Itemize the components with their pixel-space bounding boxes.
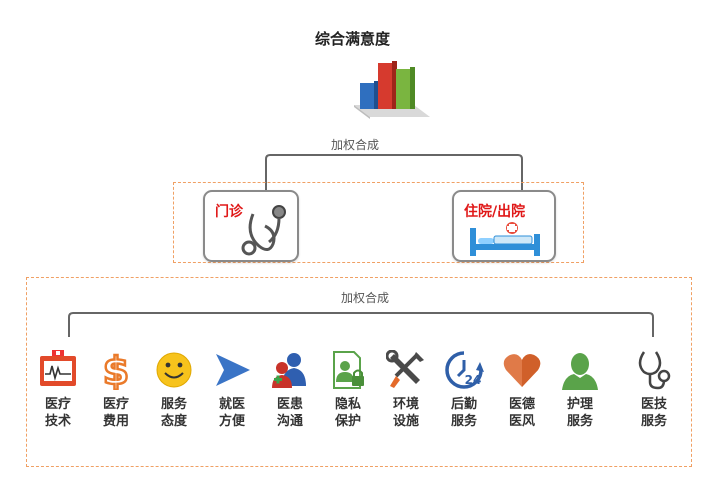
factor-line2: 方便 xyxy=(218,414,245,429)
svg-text:$: $ xyxy=(103,350,129,390)
factor-line2: 服务 xyxy=(566,414,593,429)
arrow-icon xyxy=(212,350,252,390)
factor-communication: 医患沟通 xyxy=(262,350,318,430)
factor-logistics: 24 后勤服务 xyxy=(436,350,492,430)
page-title: 综合满意度 xyxy=(314,30,390,48)
dollar-icon: $ xyxy=(96,350,136,390)
factor-line1: 医疗 xyxy=(44,397,71,412)
factor-line1: 医技 xyxy=(640,397,667,412)
people-icon xyxy=(270,350,310,390)
factor-convenience: 就医方便 xyxy=(204,350,260,430)
factor-line2: 设施 xyxy=(392,414,419,429)
factor-line2: 服务 xyxy=(640,414,667,429)
factor-line1: 医德 xyxy=(508,397,535,412)
heart-icon xyxy=(502,350,542,390)
svg-text:24: 24 xyxy=(465,373,482,387)
visit-type-group xyxy=(173,182,584,263)
clock-24-icon: 24 xyxy=(444,350,484,390)
top-connector xyxy=(264,153,524,197)
factor-line1: 后勤 xyxy=(450,397,477,412)
factor-environment: 环境设施 xyxy=(378,350,434,430)
tools-icon xyxy=(386,350,426,390)
factor-line1: 医疗 xyxy=(102,397,129,412)
factor-medical-cost: $ 医疗费用 xyxy=(88,350,144,430)
factor-line1: 医患 xyxy=(276,397,303,412)
stethoscope-icon xyxy=(239,204,291,260)
factor-privacy: 隐私保护 xyxy=(320,350,376,430)
weighted-label-top: 加权合成 xyxy=(330,138,379,152)
factor-line2: 态度 xyxy=(160,414,187,429)
inpatient-label: 住院/出院 xyxy=(464,204,526,220)
inpatient-card: 住院/出院 xyxy=(452,190,556,262)
factor-medical-technician: 医技服务 xyxy=(626,350,682,430)
factor-line1: 环境 xyxy=(392,397,419,412)
factor-line2: 技术 xyxy=(44,414,71,429)
hospital-bed-icon xyxy=(468,222,542,258)
factor-line1: 护理 xyxy=(566,397,593,412)
factor-medical-ethics: 医德医风 xyxy=(494,350,550,430)
outpatient-card: 门诊 xyxy=(203,190,299,262)
factor-line2: 医风 xyxy=(508,414,535,429)
factor-line1: 就医 xyxy=(218,397,245,412)
bottom-connector xyxy=(67,311,657,339)
bar-chart-icon xyxy=(352,55,434,119)
factor-line1: 服务 xyxy=(160,397,187,412)
factor-nursing: 护理服务 xyxy=(552,350,608,430)
factor-line2: 服务 xyxy=(450,414,477,429)
factor-medical-technology: 医疗技术 xyxy=(30,350,86,430)
privacy-lock-icon xyxy=(328,350,368,390)
weighted-label-bottom: 加权合成 xyxy=(340,291,389,305)
stethoscope-icon xyxy=(634,350,674,390)
monitor-icon xyxy=(38,350,78,390)
factor-line2: 保护 xyxy=(334,414,361,429)
outpatient-label: 门诊 xyxy=(215,204,243,220)
factor-service-attitude: 服务态度 xyxy=(146,350,202,430)
factor-line1: 隐私 xyxy=(334,397,361,412)
person-icon xyxy=(560,350,600,390)
factor-group xyxy=(26,277,692,467)
factor-line2: 费用 xyxy=(102,414,129,429)
smiley-icon xyxy=(154,350,194,390)
factor-line2: 沟通 xyxy=(276,414,303,429)
